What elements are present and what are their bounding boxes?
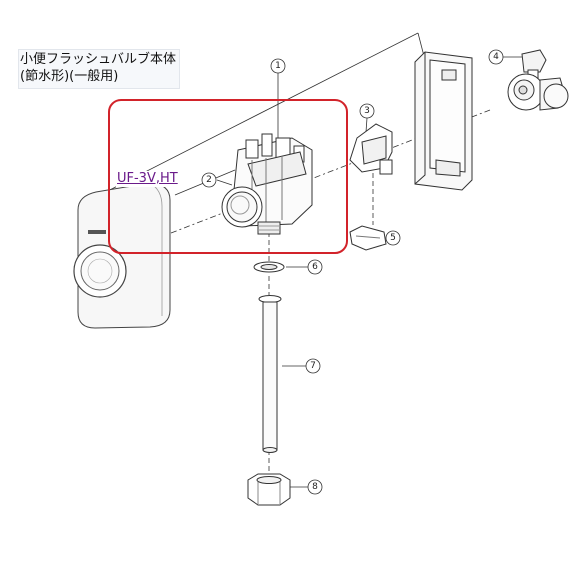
flush-valve-body <box>221 133 313 235</box>
callout-3: 3 <box>359 103 375 119</box>
callout-7: 7 <box>305 358 321 374</box>
holder-clamp <box>349 123 393 175</box>
callout-number: 3 <box>364 106 370 116</box>
callout-number: 4 <box>493 52 499 62</box>
model-number-link[interactable]: UF-3V,HT <box>116 171 179 187</box>
title-line-1: 小便フラッシュバルブ本体 <box>20 52 177 67</box>
callout-8: 8 <box>307 479 323 495</box>
valve-cover <box>73 182 171 329</box>
flush-pipe <box>258 295 282 453</box>
stop-valve <box>507 49 569 111</box>
callout-number: 8 <box>312 482 318 492</box>
callout-number: 7 <box>310 361 316 371</box>
leader-line-3 <box>365 117 368 133</box>
callout-number: 2 <box>206 175 212 185</box>
callout-5: 5 <box>385 230 401 246</box>
callout-number: 5 <box>390 233 396 243</box>
leader-line-2 <box>216 179 233 186</box>
highlight-frame <box>108 99 348 254</box>
callout-4: 4 <box>488 49 504 65</box>
title-box <box>18 49 180 89</box>
callout-2: 2 <box>201 172 217 188</box>
retaining-clip <box>349 225 387 251</box>
callout-1: 1 <box>270 58 286 74</box>
wall-plate <box>414 51 473 191</box>
title-line-2: (節水形)(一般用) <box>20 69 119 84</box>
callout-6: 6 <box>307 259 323 275</box>
maker-logo-icon <box>88 230 106 234</box>
callout-number: 6 <box>312 262 318 272</box>
callout-number: 1 <box>275 61 281 71</box>
spud-coupling <box>247 473 291 506</box>
packing-nut <box>253 261 285 273</box>
